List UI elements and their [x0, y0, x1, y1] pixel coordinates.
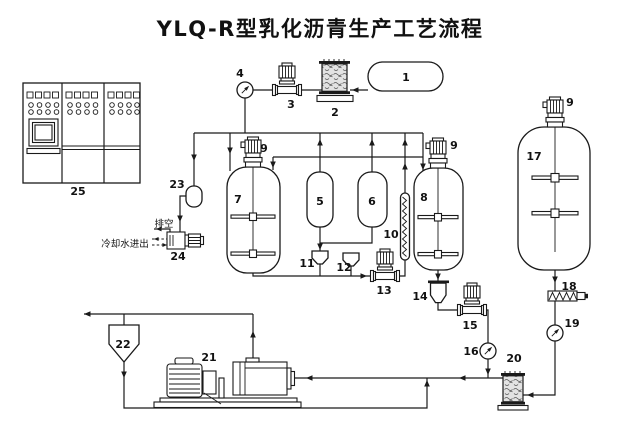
mixing-tank-17 — [517, 96, 591, 271]
hopper-22 — [108, 324, 140, 364]
label-7: 7 — [234, 193, 242, 206]
label-9-tank8: 9 — [450, 139, 458, 152]
label-8: 8 — [420, 191, 428, 204]
vessel-23 — [185, 185, 203, 208]
mixing-tank-8 — [413, 137, 464, 271]
hopper-14 — [428, 280, 449, 304]
label-4: 4 — [236, 67, 244, 80]
label-12: 12 — [336, 261, 351, 274]
tank-5 — [306, 171, 334, 228]
pump-15 — [456, 282, 488, 317]
label-23: 23 — [169, 178, 184, 191]
storage-tank-1 — [367, 61, 444, 92]
vent-label: 排空 — [154, 218, 173, 230]
filter-2 — [316, 59, 354, 103]
label-14: 14 — [412, 290, 428, 303]
label-9-tank7: 9 — [260, 142, 268, 155]
diagram-title: YLQ-R型乳化沥青生产工艺流程 — [156, 17, 484, 41]
label-9-tank17: 9 — [566, 96, 574, 109]
label-2: 2 — [331, 106, 339, 119]
label-3: 3 — [287, 98, 295, 111]
label-5: 5 — [316, 195, 324, 208]
label-1: 1 — [402, 71, 410, 84]
label-21: 21 — [201, 351, 216, 364]
label-15: 15 — [462, 319, 477, 332]
cooling-water-label: 冷却水进出 — [101, 238, 149, 250]
label-22: 22 — [115, 338, 130, 351]
label-25: 25 — [70, 185, 85, 198]
pump-13 — [369, 248, 401, 283]
label-24: 24 — [170, 250, 186, 263]
equipment-labels: 1 2 3 4 5 6 7 8 9 9 9 10 11 12 13 14 15 … — [70, 67, 579, 365]
label-17: 17 — [526, 150, 541, 163]
pressure-gauge-19 — [546, 324, 564, 342]
pressure-gauge-16 — [479, 342, 497, 360]
pump-3 — [271, 62, 303, 97]
control-cabinet-25 — [22, 82, 141, 184]
filter-20 — [497, 371, 529, 411]
label-10: 10 — [383, 228, 399, 241]
vacuum-pump-24 — [166, 231, 205, 250]
screw-conveyor-18 — [547, 290, 588, 302]
pipelines — [84, 89, 556, 409]
column-10 — [399, 192, 411, 261]
label-11: 11 — [299, 257, 314, 270]
label-13: 13 — [376, 284, 391, 297]
mixing-tank-7 — [226, 136, 281, 274]
colloid-mill-21 — [153, 357, 302, 409]
label-16: 16 — [463, 345, 479, 358]
pressure-gauge-4 — [236, 81, 254, 99]
tank-6 — [357, 171, 388, 228]
label-19: 19 — [564, 317, 579, 330]
label-20: 20 — [506, 352, 522, 365]
label-18: 18 — [561, 280, 576, 293]
label-6: 6 — [368, 195, 376, 208]
